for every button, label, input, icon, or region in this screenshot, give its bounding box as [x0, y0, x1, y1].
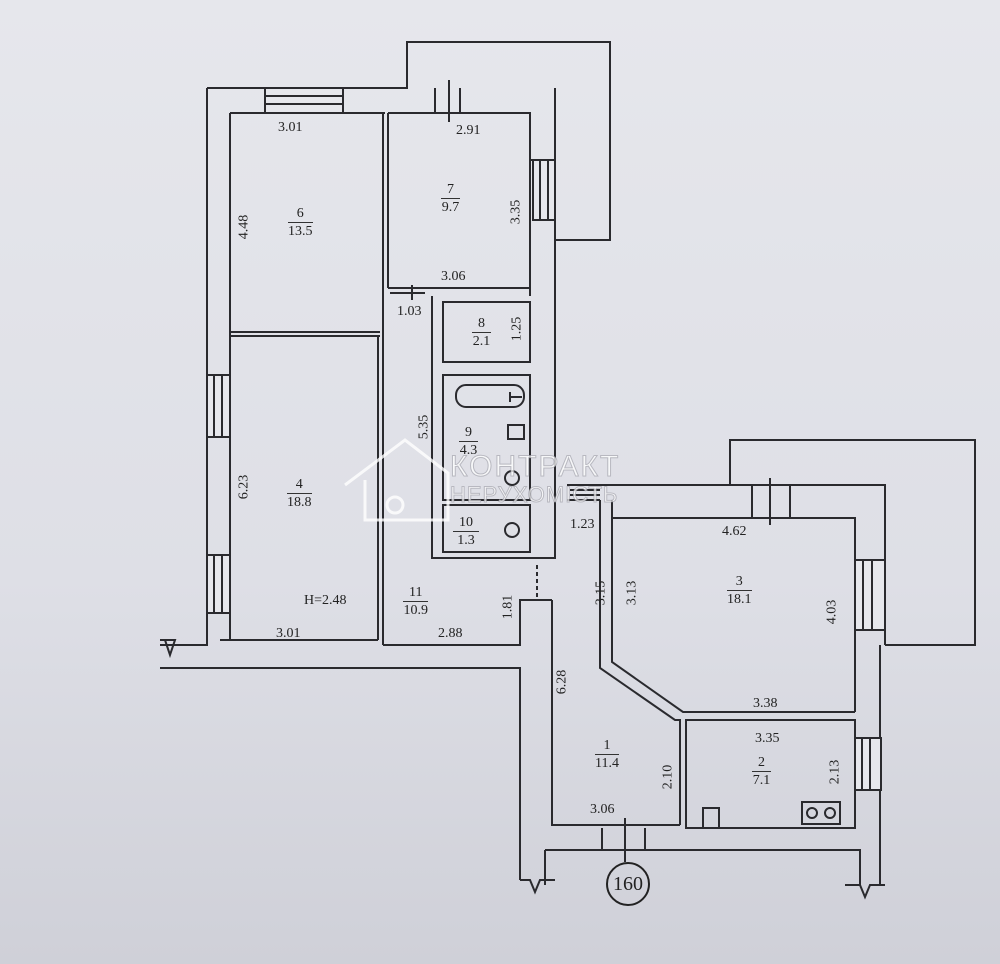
room-11: 11 10.9 — [403, 585, 429, 619]
room-10: 10 1.3 — [453, 515, 479, 549]
room-2: 2 7.1 — [752, 755, 771, 789]
dim-r1-side: 6.28 — [554, 669, 570, 695]
room-7: 7 9.7 — [441, 182, 460, 216]
dim-r7-bottom: 3.06 — [441, 269, 466, 284]
watermark-line2: НЕРУХОМІСТЬ — [449, 482, 619, 507]
dim-corridor-small: 1.03 — [397, 304, 422, 319]
room-6: 6 13.5 — [288, 206, 313, 240]
room-8: 8 2.1 — [472, 316, 491, 350]
unit-number-badge: 160 — [606, 862, 650, 906]
room-4: 4 18.8 — [287, 477, 312, 511]
dim-r2-top: 3.35 — [755, 731, 780, 746]
watermark: КОНТРАКТ НЕРУХОМІСТЬ — [449, 450, 621, 507]
dim-r2-left: 2.10 — [660, 764, 676, 790]
dim-r6-top: 3.01 — [278, 120, 303, 135]
dim-r7-top: 2.91 — [456, 123, 481, 138]
dim-r3-left-b: 3.13 — [624, 580, 640, 606]
dim-r3-left-a: 3.15 — [593, 580, 609, 606]
dim-r6-left: 4.48 — [236, 214, 252, 240]
dim-r11-bottom: 2.88 — [438, 626, 463, 641]
dim-r3-bottom: 3.38 — [753, 696, 778, 711]
room-1: 1 11.4 — [595, 738, 619, 772]
dim-r3-right: 4.03 — [824, 599, 840, 625]
dim-r2-right: 2.13 — [827, 759, 843, 785]
dim-passage: 1.23 — [570, 517, 595, 532]
room-3: 3 18.1 — [727, 574, 752, 608]
dim-r3-top: 4.62 — [722, 524, 747, 539]
dim-r9-side: 5.35 — [416, 414, 432, 440]
ceiling-height-label: H=2.48 — [304, 593, 347, 608]
dim-r11-side: 1.81 — [500, 594, 516, 620]
dim-r4-left: 6.23 — [236, 474, 252, 500]
dim-r7-right: 3.35 — [508, 199, 524, 225]
dim-r4-bottom: 3.01 — [276, 626, 301, 641]
dim-r8-side: 1.25 — [509, 316, 525, 342]
watermark-line1: КОНТРАКТ — [449, 450, 621, 483]
room-9: 9 4.3 — [459, 425, 478, 459]
dim-r1-bottom: 3.06 — [590, 802, 615, 817]
